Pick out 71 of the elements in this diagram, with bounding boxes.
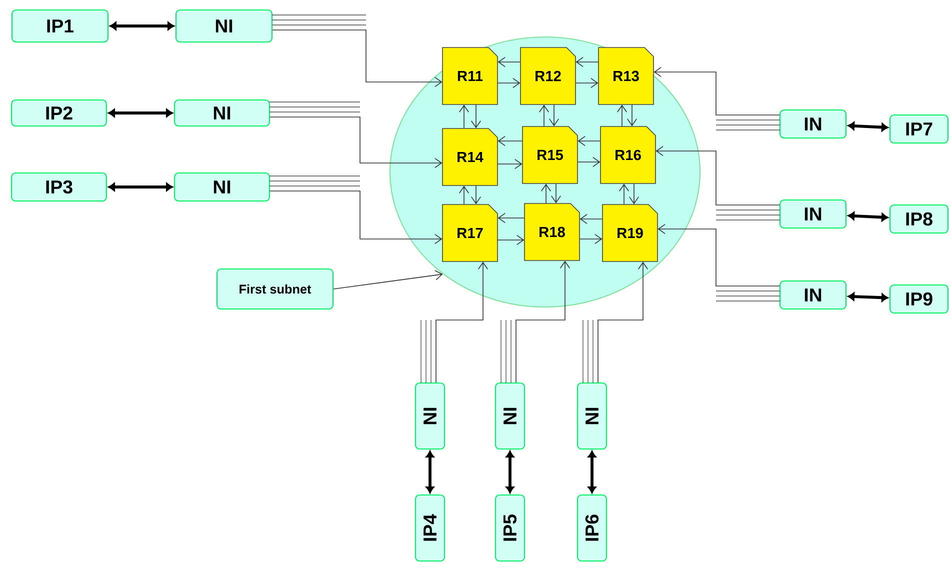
arrow: [458, 104, 470, 129]
component-box: IP1: [11, 9, 109, 43]
router-box: R13: [598, 47, 654, 105]
component-box: NI: [174, 99, 270, 127]
router-box: R18: [524, 203, 580, 261]
arrow: [498, 56, 521, 68]
component-box: NI: [414, 382, 446, 450]
component-box: NI: [174, 172, 270, 202]
arrow: [108, 108, 173, 118]
arrow: [580, 214, 603, 224]
component-box: IP8: [889, 204, 949, 234]
component-box: IP6: [576, 494, 608, 562]
router-box: R16: [600, 126, 656, 184]
arrow: [656, 146, 780, 206]
arrow: [848, 292, 888, 302]
arrow: [110, 22, 174, 30]
arrow: [616, 104, 628, 127]
arrow: [550, 183, 562, 204]
router-box: R17: [442, 204, 498, 262]
component-box: IP3: [11, 172, 107, 202]
arrow: [426, 450, 434, 494]
arrow: [628, 183, 640, 204]
arrow: [848, 122, 888, 132]
arrow: [538, 104, 550, 127]
component-box: IP7: [889, 114, 949, 144]
arrow: [516, 260, 570, 383]
arrow: [108, 182, 173, 192]
component-box: IP4: [414, 494, 446, 562]
router-box: R11: [442, 47, 498, 105]
arrow: [575, 78, 598, 88]
arrow: [497, 158, 522, 170]
arrow: [470, 104, 482, 128]
component-box: IN: [779, 199, 847, 229]
arrow: [270, 116, 442, 168]
arrow: [588, 450, 596, 494]
router-box: R12: [520, 47, 576, 105]
arrow: [654, 66, 780, 116]
arrow: [848, 212, 888, 222]
arrow: [458, 186, 470, 205]
arrow: [497, 234, 524, 246]
component-box: IN: [779, 109, 847, 139]
arrow: [540, 184, 552, 204]
component-box: NI: [576, 382, 608, 450]
arrow: [272, 30, 442, 88]
arrow: [598, 262, 648, 383]
component-box: IP2: [11, 99, 107, 127]
arrow: [618, 184, 630, 205]
label-box: First subnet: [216, 268, 334, 310]
router-box: R14: [442, 128, 498, 186]
arrow: [626, 104, 638, 126]
arrow: [470, 185, 482, 204]
component-box: NI: [175, 9, 273, 43]
arrow: [548, 104, 560, 126]
arrow: [498, 212, 525, 224]
router-box: R15: [522, 126, 578, 184]
component-box: IP9: [889, 284, 949, 314]
arrow: [497, 78, 520, 88]
arrow: [578, 136, 601, 146]
router-box: R19: [602, 204, 658, 262]
arrow: [270, 190, 442, 244]
arrow: [436, 262, 488, 383]
arrow: [658, 224, 780, 286]
component-box: IP5: [494, 494, 526, 562]
component-box: NI: [494, 382, 526, 450]
arrow: [576, 56, 599, 68]
arrow: [498, 136, 523, 146]
arrow: [579, 234, 602, 244]
component-box: IN: [779, 280, 847, 310]
arrow: [577, 156, 600, 168]
leader-line: [333, 270, 443, 290]
arrow: [506, 450, 514, 494]
